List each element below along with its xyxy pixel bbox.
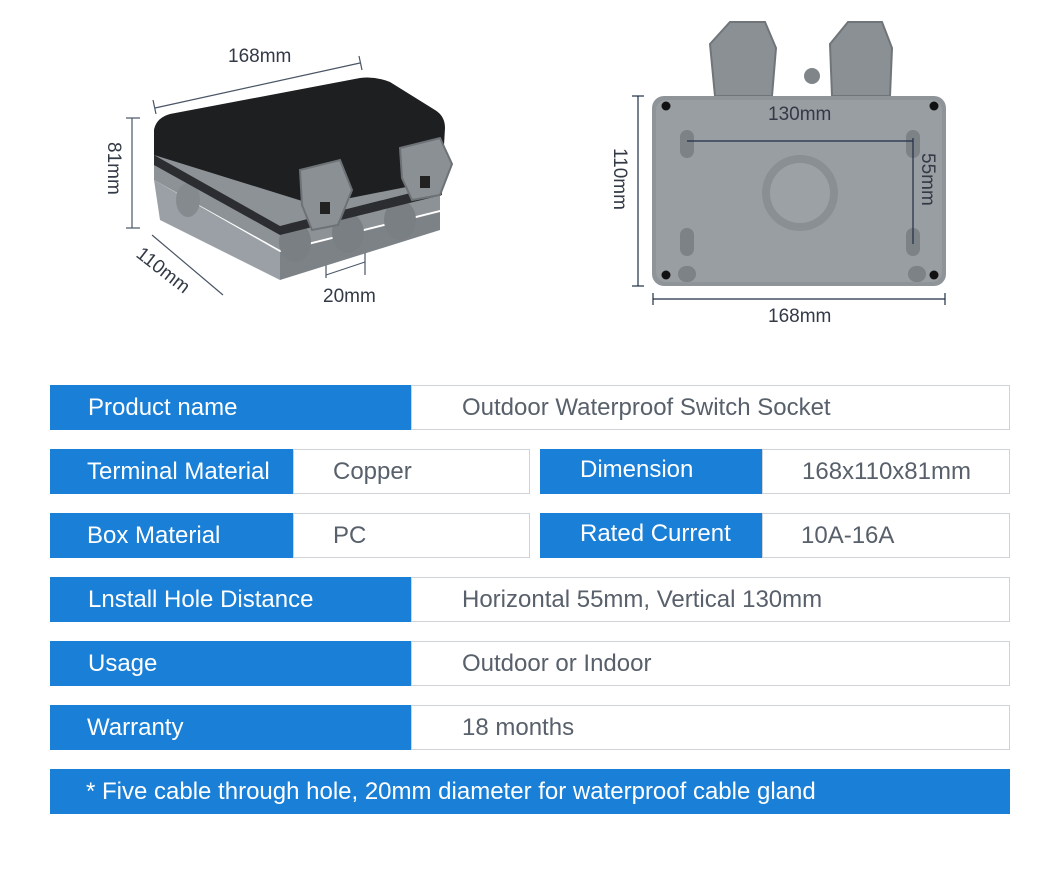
length-label: 168mm <box>228 46 291 67</box>
spec-row-box-material: Box Material PC <box>50 513 530 558</box>
spec-label: Terminal Material <box>50 449 293 494</box>
box-front-diagram: 130mm 55mm 110mm 168mm <box>609 21 946 327</box>
height-label: 110mm <box>609 148 630 210</box>
spec-label: Warranty <box>50 705 411 750</box>
spec-value: Outdoor Waterproof Switch Socket <box>411 385 1010 430</box>
spec-row-dimension: Dimension 168x110x81mm <box>540 449 1010 494</box>
spec-row-rated-current: Rated Current 10A-16A <box>540 513 1010 558</box>
spec-value: Horizontal 55mm, Vertical 130mm <box>411 577 1010 622</box>
spec-label: Product name <box>50 385 411 430</box>
spec-value: Copper <box>293 449 530 494</box>
spec-row-warranty: Warranty 18 months <box>50 705 1010 750</box>
spec-label: Dimension <box>540 449 762 494</box>
spec-row-product-name: Product name Outdoor Waterproof Switch S… <box>50 385 1010 430</box>
spec-row-terminal-material: Terminal Material Copper <box>50 449 530 494</box>
spec-row-install-hole-distance: Lnstall Hole Distance Horizontal 55mm, V… <box>50 577 1010 622</box>
spec-value: PC <box>293 513 530 558</box>
vertical-hole-label: 130mm <box>768 104 831 125</box>
spec-label: Box Material <box>50 513 293 558</box>
box-perspective-diagram: 168mm 81mm 110mm 20mm <box>103 46 454 307</box>
horizontal-hole-label: 55mm <box>917 153 938 206</box>
depth-label: 110mm <box>132 243 194 298</box>
spec-label: Rated Current <box>540 513 762 558</box>
height-label: 81mm <box>103 142 124 195</box>
spec-label: Usage <box>50 641 411 686</box>
spec-row-usage: Usage Outdoor or Indoor <box>50 641 1010 686</box>
cable-hole-note: * Five cable through hole, 20mm diameter… <box>50 769 1010 814</box>
hole-label: 20mm <box>323 286 376 307</box>
spec-value: Outdoor or Indoor <box>411 641 1010 686</box>
spec-value: 18 months <box>411 705 1010 750</box>
spec-value: 168x110x81mm <box>762 449 1010 494</box>
spec-value: 10A-16A <box>762 513 1010 558</box>
spec-label: Lnstall Hole Distance <box>50 577 411 622</box>
width-label: 168mm <box>768 306 831 327</box>
